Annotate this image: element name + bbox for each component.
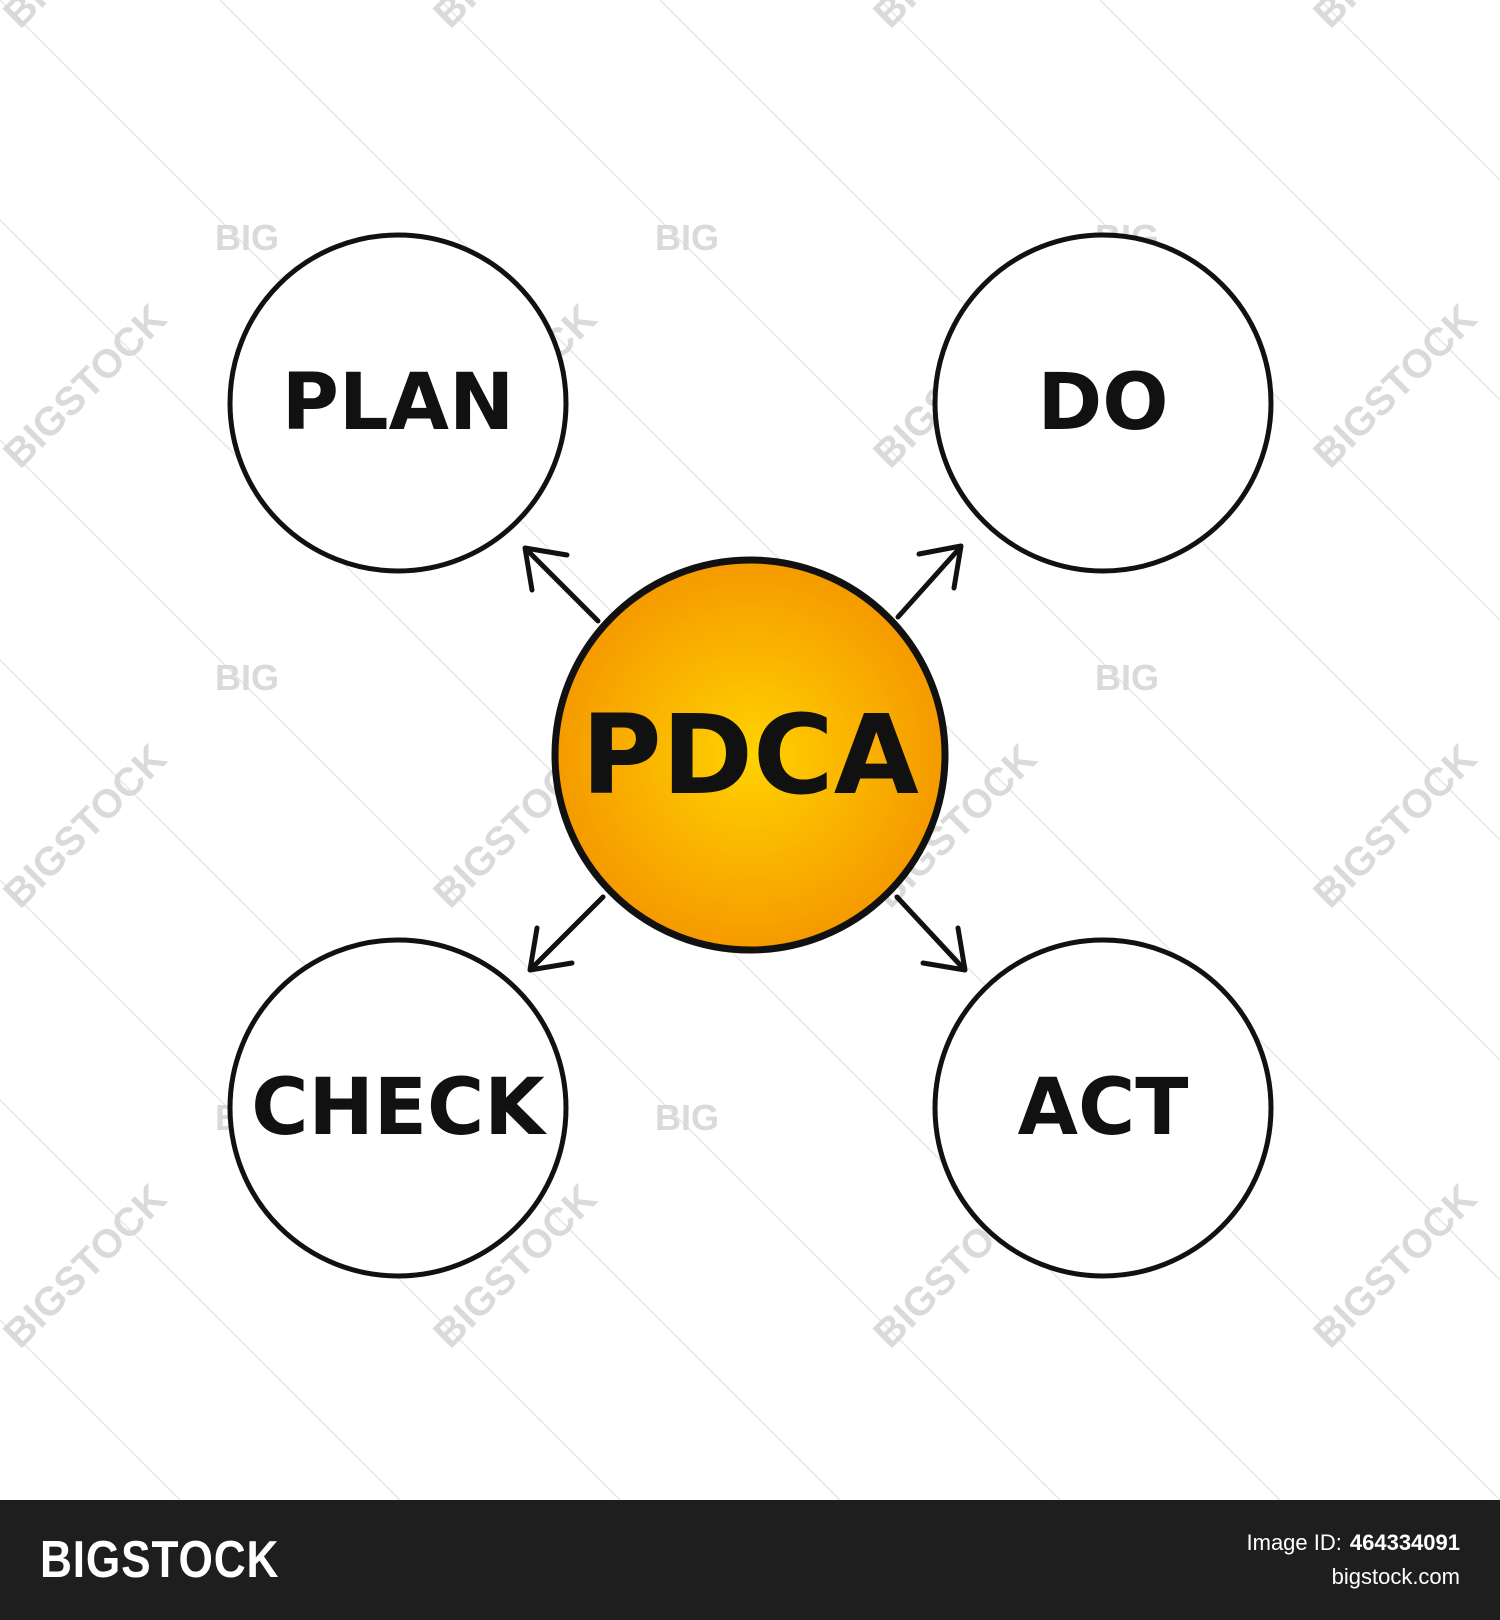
watermark-line <box>0 438 1061 1500</box>
footer-info: Image ID: 464334091 bigstock.com <box>1247 1526 1461 1594</box>
watermark-bigstock: BIGSTOCK <box>425 0 605 36</box>
arrow-to-plan <box>522 545 601 624</box>
node-act-label: ACT <box>1018 1063 1189 1153</box>
footer-bar: BIGSTOCK Image ID: 464334091 bigstock.com <box>0 1500 1500 1620</box>
watermark-big: BIG <box>655 1097 719 1138</box>
watermark-big: BIG <box>655 217 719 258</box>
watermark-big: BIG <box>215 657 279 698</box>
center-label: PDCA <box>581 691 919 819</box>
watermark-bigstock: BIGSTOCK <box>0 0 175 36</box>
node-do: DO <box>932 232 1274 574</box>
watermark-bigstock: BIGSTOCK <box>1305 296 1485 476</box>
image-id-value: 464334091 <box>1349 1530 1460 1555</box>
footer-logo: BIGSTOCK <box>40 1531 280 1589</box>
watermark-bigstock: BIGSTOCK <box>1305 0 1485 36</box>
node-check: CHECK <box>227 937 569 1279</box>
arrow-to-do <box>895 543 964 620</box>
watermark-line <box>439 0 1500 1062</box>
node-plan: PLAN <box>227 232 569 574</box>
watermark-line <box>1099 0 1500 402</box>
watermark-line <box>659 0 1500 842</box>
watermark-big: BIG <box>215 217 279 258</box>
watermark-bigstock: BIGSTOCK <box>0 736 175 916</box>
node-check-label: CHECK <box>251 1063 547 1153</box>
watermark-line <box>0 1098 401 1500</box>
image-id-label: Image ID: <box>1246 1530 1342 1555</box>
watermark-line <box>0 658 841 1500</box>
pdca-diagram: BIGSTOCK BIGSTOCK BIGSTOCK BIGSTOCK BIGSTOCK… <box>0 0 1500 1500</box>
watermark-bigstock: BIGSTOCK <box>1305 1176 1485 1356</box>
node-center: PDCA <box>551 556 949 954</box>
footer-site: bigstock.com <box>1331 1564 1460 1589</box>
watermark-bigstock: BIGSTOCK <box>865 0 1045 36</box>
node-plan-label: PLAN <box>282 358 515 448</box>
node-do-label: DO <box>1037 358 1168 448</box>
watermark-bigstock: BIGSTOCK <box>1305 736 1485 916</box>
watermark-bigstock: BIGSTOCK <box>0 296 175 476</box>
watermark-bigstock: BIGSTOCK <box>0 1176 175 1356</box>
arrow-to-act <box>894 894 968 973</box>
node-act: ACT <box>932 937 1274 1279</box>
arrow-to-check <box>527 894 606 973</box>
image-id-line: Image ID: 464334091 <box>1247 1526 1461 1560</box>
watermark-big: BIG <box>1095 657 1159 698</box>
